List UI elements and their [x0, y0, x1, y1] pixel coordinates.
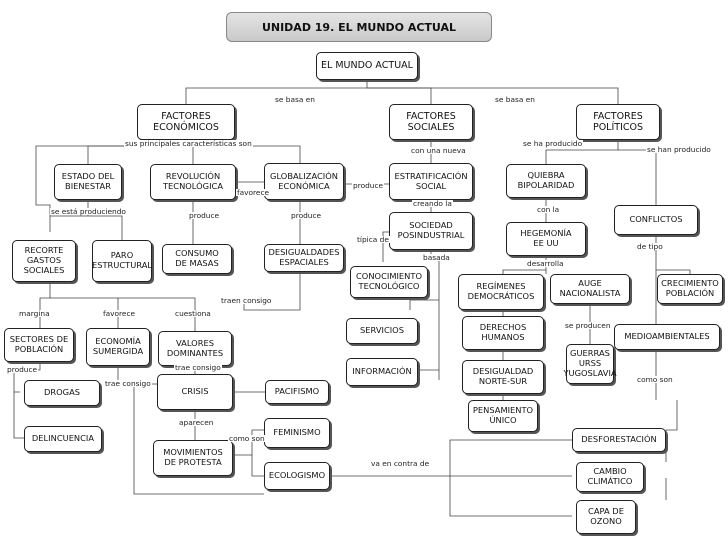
node-factores-sociales: FACTORES SOCIALES	[389, 104, 473, 140]
label-como-son-2: como son	[228, 434, 266, 443]
node-consumo-masas: CONSUMO DE MASAS	[162, 244, 232, 274]
label-con-la: con la	[536, 205, 561, 214]
node-desforestacion: DESFORESTACIÓN	[572, 428, 666, 452]
label-margina: margina	[18, 309, 51, 318]
label-de-tipo: de tipo	[636, 242, 664, 251]
node-revolucion-tecnologica: REVOLUCIÓN TECNOLÓGICA	[150, 164, 236, 200]
label-produce-4: produce	[6, 365, 39, 374]
node-sectores-poblacion: SECTORES DE POBLACIÓN	[4, 328, 74, 362]
label-creando-la: creando la	[412, 199, 453, 208]
node-drogas: DROGAS	[24, 380, 100, 406]
label-se-esta-produciendo: se está produciendo	[50, 207, 127, 216]
node-conocimiento-tecnologico: CONOCIMIENTO TECNOLÓGICO	[350, 266, 428, 298]
node-servicios: SERVICIOS	[346, 318, 418, 344]
node-pensamiento-unico: PENSAMIENTO ÚNICO	[468, 400, 538, 432]
label-produce-1: produce	[352, 181, 385, 190]
label-se-basa-en-1: se basa en	[274, 95, 316, 104]
node-movimientos-protesta: MOVIMIENTOS DE PROTESTA	[153, 440, 233, 476]
node-medioambientales: MEDIOAMBIENTALES	[614, 324, 720, 350]
node-conflictos: CONFLICTOS	[614, 205, 698, 235]
label-va-en-contra-de: va en contra de	[370, 459, 431, 468]
node-informacion: INFORMACIÓN	[346, 358, 418, 386]
label-se-ha-producido: se ha producido	[522, 139, 584, 148]
node-capa-ozono: CAPA DE OZONO	[576, 500, 636, 534]
node-estratificacion-social: ESTRATIFICACIÓN SOCIAL	[389, 163, 473, 200]
node-desigualdades-espaciales: DESIGUALDADES ESPACIALES	[264, 244, 344, 272]
node-factores-politicos: FACTORES POLÍTICOS	[576, 104, 660, 140]
label-basada: basada	[422, 253, 451, 262]
node-sociedad-posindustrial: SOCIEDAD POSINDUSTRIAL	[389, 212, 473, 250]
node-derechos-humanos: DERECHOS HUMANOS	[462, 316, 544, 350]
label-sus-principales: sus principales características son	[124, 139, 253, 148]
node-delincuencia: DELINCUENCIA	[24, 426, 102, 452]
node-ecologismo: ECOLOGISMO	[264, 462, 330, 490]
node-guerras: GUERRAS URSS YUGOSLAVIA	[563, 344, 617, 384]
label-favorece-2: favorece	[102, 309, 137, 318]
label-cuestiona: cuestiona	[174, 309, 212, 318]
label-como-son-1: como son	[636, 375, 674, 384]
node-hegemonia-eeuu: HEGEMONÍA EE UU	[506, 222, 586, 256]
node-quiebra-bipolaridad: QUIEBRA BIPOLARIDAD	[506, 164, 586, 198]
node-valores-dominantes: VALORES DOMINANTES	[158, 331, 232, 366]
node-paro-estructural: PARO ESTRUCTURAL	[92, 240, 152, 282]
node-economia-sumergida: ECONOMÍA SUMERGIDA	[86, 328, 150, 366]
label-produce-3: produce	[290, 211, 323, 220]
label-se-producen: se producen	[564, 321, 612, 330]
label-desarrolla: desarrolla	[526, 259, 565, 268]
node-cambio-climatico: CAMBIO CLIMÁTICO	[576, 462, 644, 492]
node-crecimiento-poblacion: CRECIMIENTO POBLACIÓN	[657, 274, 723, 304]
label-trae-consigo-1: trae consigo	[174, 363, 222, 372]
node-desigualdad-norte-sur: DESIGUALDAD NORTE-SUR	[462, 360, 544, 394]
label-aparecen: aparecen	[178, 418, 215, 427]
page-title: UNIDAD 19. EL MUNDO ACTUAL	[226, 12, 492, 42]
label-con-una-nueva: con una nueva	[410, 146, 467, 155]
label-favorece-1: favorece	[236, 188, 271, 197]
node-regimenes-democraticos: REGÍMENES DEMOCRÁTICOS	[458, 274, 544, 310]
label-produce-2: produce	[188, 211, 221, 220]
node-estado-bienestar: ESTADO DEL BIENESTAR	[54, 164, 122, 200]
node-crisis: CRISIS	[157, 374, 233, 410]
node-auge-nacionalista: AUGE NACIONALISTA	[550, 274, 630, 304]
node-mundo-actual: EL MUNDO ACTUAL	[316, 52, 418, 80]
label-se-han-producido: se han producido	[646, 145, 712, 154]
label-trae-consigo-2: trae consigo	[104, 379, 152, 388]
label-traen-consigo: traen consigo	[220, 296, 273, 305]
label-se-basa-en-2: se basa en	[494, 95, 536, 104]
node-pacifismo: PACIFISMO	[265, 380, 329, 404]
label-tipica-de: típica de	[356, 235, 390, 244]
node-recorte-gastos-sociales: RECORTE GASTOS SOCIALES	[12, 240, 76, 282]
node-feminismo: FEMINISMO	[264, 418, 330, 448]
node-globalizacion-economica: GLOBALIZACIÓN ECONÓMICA	[264, 163, 344, 200]
node-factores-economicos: FACTORES ECONÓMICOS	[137, 104, 235, 140]
